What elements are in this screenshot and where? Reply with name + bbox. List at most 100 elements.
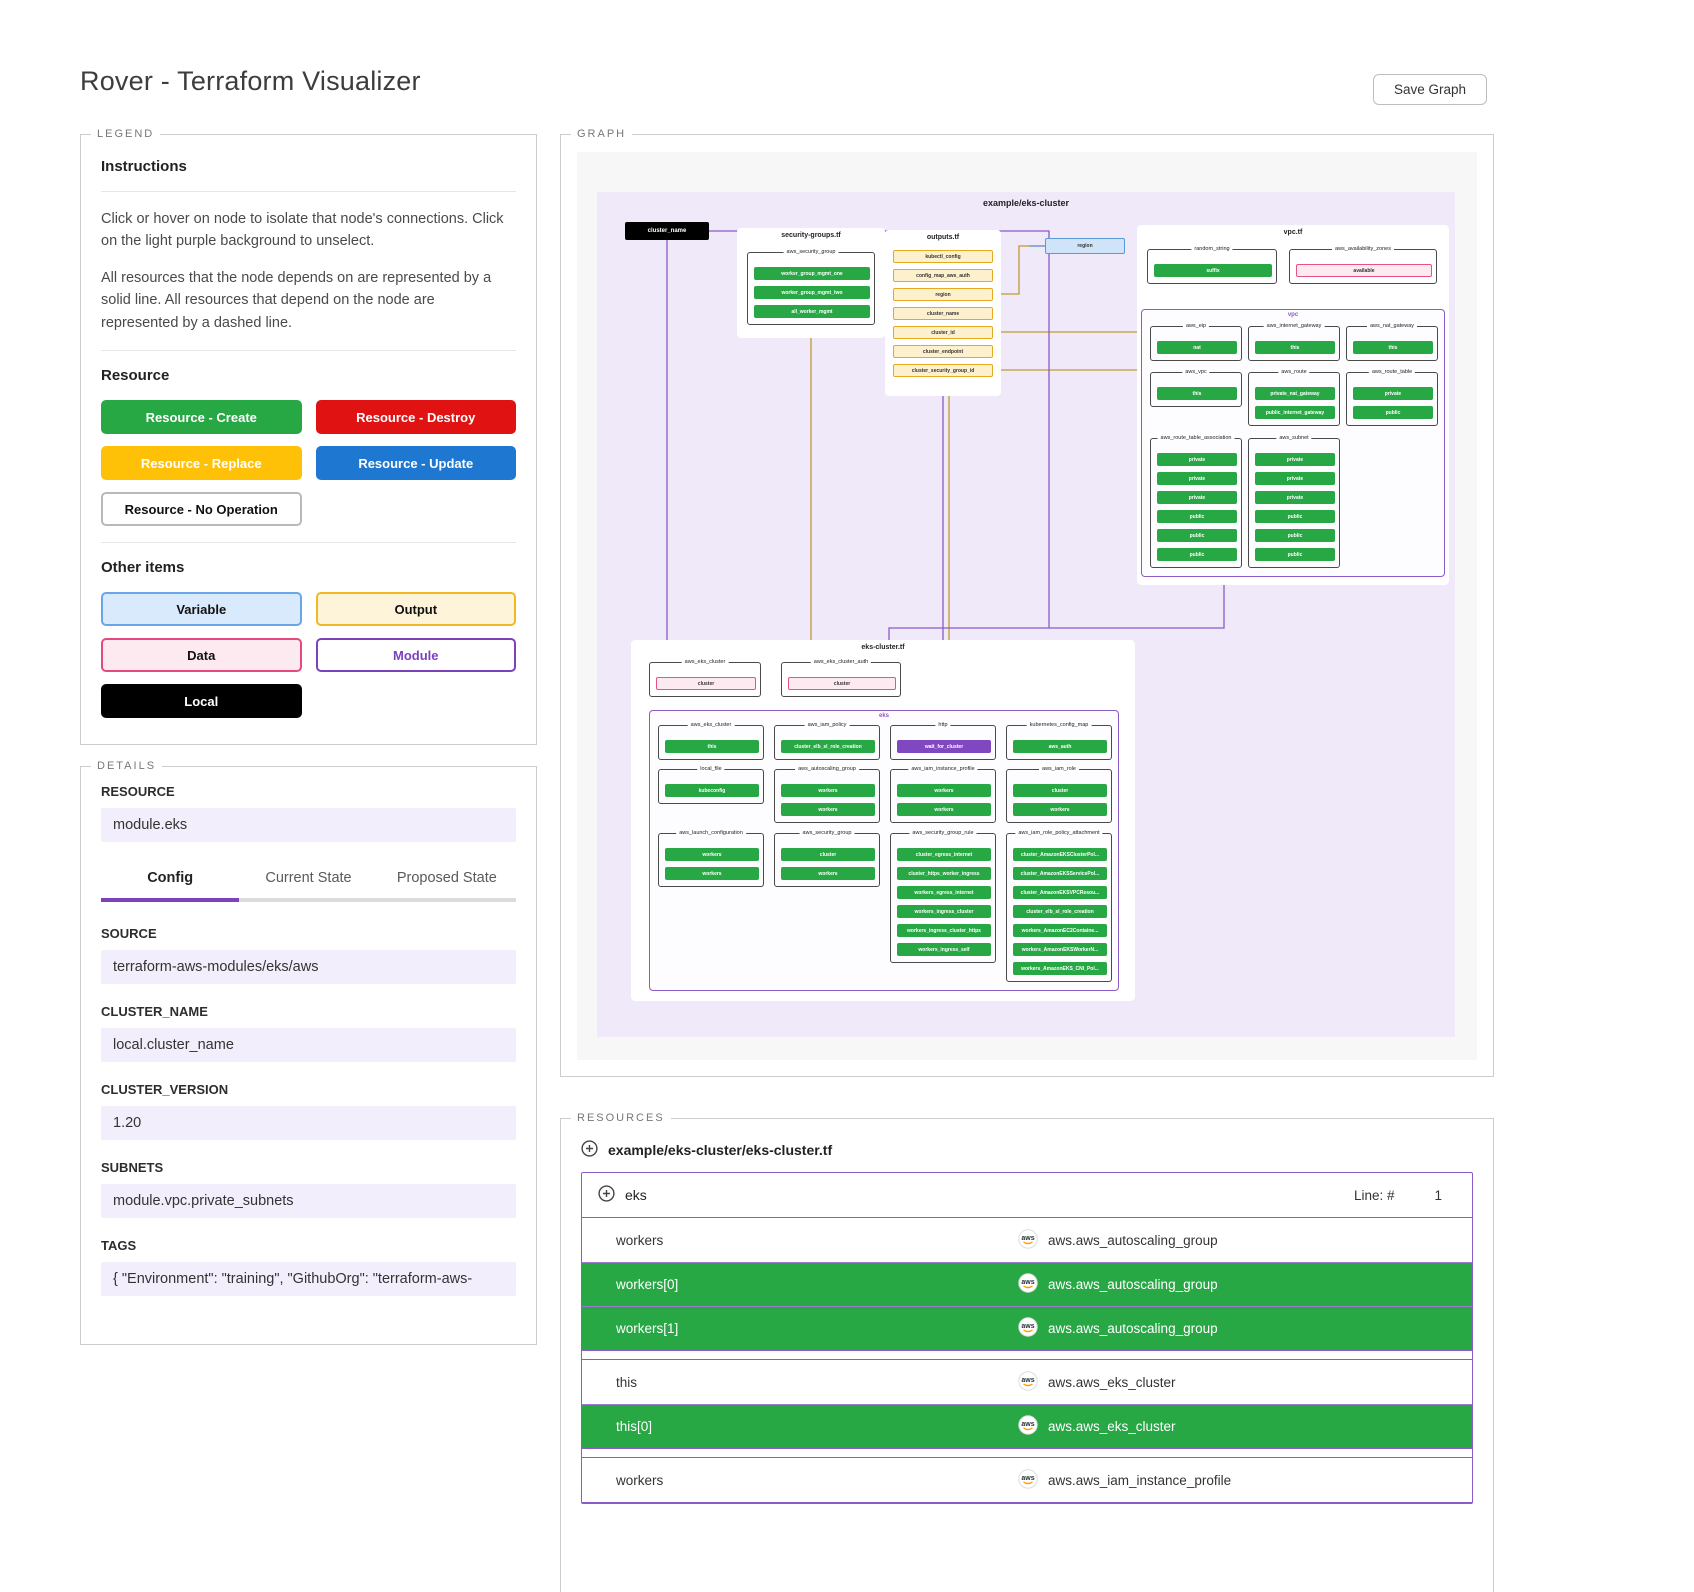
- graph-cluster-label: aws_availability_zones: [1332, 246, 1394, 252]
- graph-node[interactable]: cluster: [1013, 784, 1107, 797]
- graph-node[interactable]: workers: [781, 784, 875, 797]
- resource-name: workers[1]: [616, 1321, 679, 1336]
- graph-node[interactable]: cluster_AmazonEKSServicePol...: [1013, 867, 1107, 880]
- graph-node[interactable]: private: [1255, 472, 1335, 485]
- resource-field-value: module.eks: [101, 808, 516, 842]
- graph-node[interactable]: kubeconfig: [665, 784, 759, 797]
- graph-node[interactable]: public_internet_gateway: [1255, 406, 1335, 419]
- graph-node[interactable]: public: [1157, 548, 1237, 561]
- graph-node[interactable]: cluster_security_group_id: [893, 364, 993, 377]
- graph-node[interactable]: public: [1255, 548, 1335, 561]
- graph-node[interactable]: this: [665, 740, 759, 753]
- graph-node[interactable]: private: [1255, 453, 1335, 466]
- graph-node[interactable]: this: [1353, 341, 1433, 354]
- graph-node[interactable]: kubectl_config: [893, 250, 993, 263]
- module-resource-header[interactable]: eks Line: # 1: [582, 1173, 1472, 1217]
- graph-node[interactable]: region: [1045, 238, 1125, 254]
- graph-node[interactable]: region: [893, 288, 993, 301]
- graph-node[interactable]: private: [1157, 472, 1237, 485]
- divider: [101, 191, 516, 192]
- graph-cluster-label: aws_nat_gateway: [1366, 323, 1418, 329]
- graph-node[interactable]: workers_AmazonEC2Containe...: [1013, 924, 1107, 937]
- graph-node[interactable]: private: [1255, 491, 1335, 504]
- resource-provider-type: aws.aws_eks_cluster: [1048, 1374, 1176, 1390]
- graph-node[interactable]: workers: [665, 867, 759, 880]
- graph-node[interactable]: cluster_elb_sl_role_creation: [1013, 905, 1107, 918]
- graph-node[interactable]: workers: [781, 803, 875, 816]
- graph-node[interactable]: aws_auth: [1013, 740, 1107, 753]
- graph-node[interactable]: public: [1255, 510, 1335, 523]
- graph-node[interactable]: this: [1157, 387, 1237, 400]
- graph-node[interactable]: workers_ingress_cluster: [897, 905, 991, 918]
- graph-node[interactable]: workers: [1013, 803, 1107, 816]
- graph-node[interactable]: worker_group_mgmt_two: [754, 286, 870, 299]
- graph-node[interactable]: worker_group_mgmt_one: [754, 267, 870, 280]
- graph-node[interactable]: cluster_elb_sl_role_creation: [781, 740, 875, 753]
- graph-cluster-label: kubernetes_config_map: [1026, 722, 1092, 728]
- graph-cluster-label: http: [935, 722, 951, 728]
- line-number-value: 1: [1434, 1187, 1442, 1203]
- graph-node[interactable]: nat: [1157, 341, 1237, 354]
- graph-node[interactable]: wait_for_cluster: [897, 740, 991, 753]
- graph-node[interactable]: public: [1255, 529, 1335, 542]
- graph-node[interactable]: all_worker_mgmt: [754, 305, 870, 318]
- graph-node[interactable]: private: [1157, 491, 1237, 504]
- graph-node[interactable]: public: [1157, 510, 1237, 523]
- graph-node[interactable]: suffix: [1154, 264, 1272, 277]
- graph-node[interactable]: public: [1157, 529, 1237, 542]
- graph-node[interactable]: cluster_https_worker_ingress: [897, 867, 991, 880]
- graph-cluster-label: aws_security_group: [799, 830, 855, 836]
- tab-current-state[interactable]: Current State: [265, 870, 352, 886]
- field-label: SUBNETS: [101, 1160, 164, 1175]
- graph-node[interactable]: workers: [897, 784, 991, 797]
- resource-name: workers: [616, 1232, 664, 1248]
- graph-node[interactable]: workers: [781, 867, 875, 880]
- graph-module-label: vpc: [1287, 312, 1299, 318]
- graph-node[interactable]: cluster_name: [893, 307, 993, 320]
- graph-node[interactable]: private_nat_gateway: [1255, 387, 1335, 400]
- svg-text:aws: aws: [1021, 1235, 1034, 1242]
- graph-node[interactable]: cluster: [781, 848, 875, 861]
- graph-node[interactable]: cluster_name: [625, 222, 709, 240]
- graph-node[interactable]: workers_AmazonEKSWorkerN...: [1013, 943, 1107, 956]
- graph-node[interactable]: private: [1157, 453, 1237, 466]
- graph-node[interactable]: workers_ingress_self: [897, 943, 991, 956]
- graph-node[interactable]: workers: [665, 848, 759, 861]
- graph-cluster-label: aws_iam_policy: [804, 722, 850, 728]
- graph-node[interactable]: workers_AmazonEKS_CNI_Pol...: [1013, 962, 1107, 975]
- tab-proposed-state[interactable]: Proposed State: [396, 870, 497, 886]
- graph-node[interactable]: workers_ingress_cluster_https: [897, 924, 991, 937]
- graph-node[interactable]: cluster: [656, 677, 756, 690]
- graph-node[interactable]: public: [1353, 406, 1433, 419]
- graph-node[interactable]: config_map_aws_auth: [893, 269, 993, 282]
- graph-node[interactable]: cluster_id: [893, 326, 993, 339]
- tab-config[interactable]: Config: [101, 862, 240, 902]
- field-value: module.vpc.private_subnets: [101, 1184, 516, 1218]
- graph-node[interactable]: cluster_endpoint: [893, 345, 993, 358]
- svg-text:aws: aws: [1021, 1323, 1034, 1330]
- graph-node[interactable]: available: [1296, 264, 1432, 277]
- graph-node[interactable]: this: [1255, 341, 1335, 354]
- graph-node[interactable]: cluster_AmazonEKSVPCResou...: [1013, 886, 1107, 899]
- graph-cluster-label: aws_security_group: [783, 249, 839, 255]
- graph-cluster-label: aws_eks_cluster: [681, 659, 729, 665]
- graph-node[interactable]: workers_egress_internet: [897, 886, 991, 899]
- graph-node[interactable]: private: [1353, 387, 1433, 400]
- graph-node[interactable]: cluster_AmazonEKSClusterPol...: [1013, 848, 1107, 861]
- graph-resource-cluster: aws_availability_zones available: [1289, 246, 1437, 284]
- graph-node[interactable]: cluster_egress_internet: [897, 848, 991, 861]
- graph-node[interactable]: cluster: [788, 677, 896, 690]
- save-graph-button[interactable]: Save Graph: [1373, 74, 1487, 105]
- graph-node[interactable]: workers: [897, 803, 991, 816]
